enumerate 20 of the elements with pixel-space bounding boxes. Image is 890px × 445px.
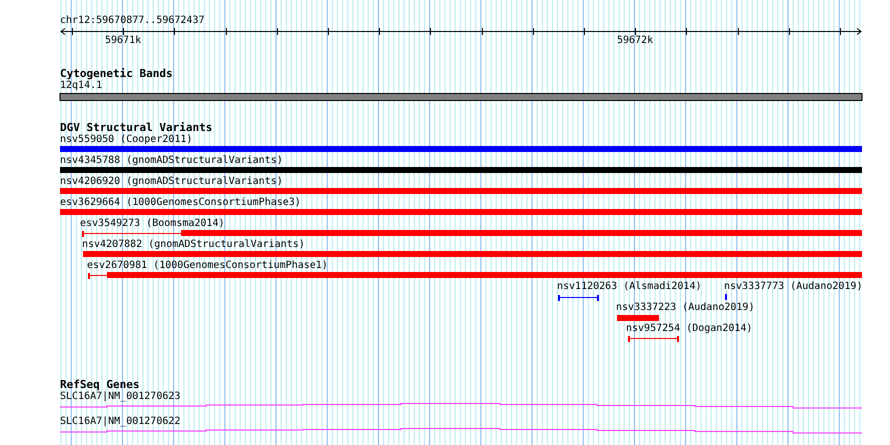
- gene-label: SLC16A7|NM_001270623: [60, 390, 180, 403]
- variant-label: nsv4345788 (gnomADStructuralVariants): [60, 154, 283, 167]
- track-title: RefSeq Genes: [60, 378, 140, 391]
- variant-label: nsv4206920 (gnomADStructuralVariants): [60, 175, 283, 188]
- variant-label: nsv559050 (Cooper2011): [60, 133, 192, 146]
- tick-label: 59672k: [617, 34, 654, 47]
- variant-label: nsv3337223 (Audano2019): [616, 301, 754, 314]
- variant-label: nsv4207882 (gnomADStructuralVariants): [82, 238, 305, 251]
- gene-label: SLC16A7|NM_001270622: [60, 415, 180, 428]
- track-title: DGV Structural Variants: [60, 121, 212, 134]
- band-label: 12q14.1: [60, 80, 102, 92]
- track-title: Cytogenetic Bands: [60, 67, 173, 80]
- variant-label: nsv3337773 (Audano2019): [724, 280, 862, 293]
- tick-label: 59671k: [105, 34, 142, 47]
- variant-label: esv3629664 (1000GenomesConsortiumPhase3): [60, 196, 301, 209]
- variant-label: esv2670981 (1000GenomesConsortiumPhase1): [87, 259, 328, 272]
- variant-label: nsv1120263 (Alsmadi2014): [557, 280, 702, 293]
- variant-label: esv3549273 (Boomsma2014): [80, 217, 224, 230]
- region-label: chr12:59670877..59672437: [60, 14, 204, 27]
- variant-label: nsv957254 (Dogan2014): [626, 322, 752, 335]
